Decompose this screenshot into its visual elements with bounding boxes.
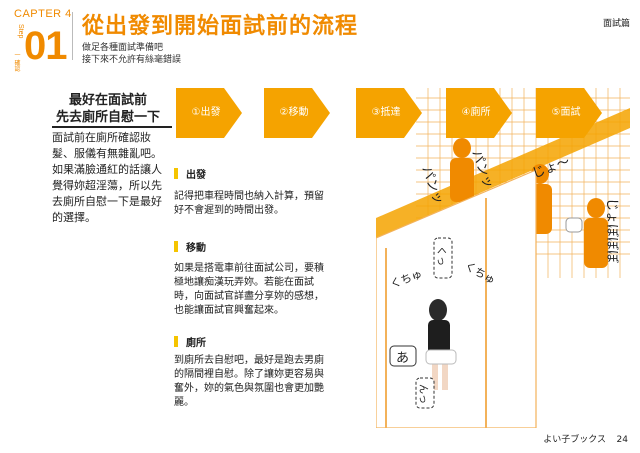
step-label-3: ③抵達 [371,107,401,118]
page-title: 從出發到開始面試前的流程 [82,14,359,39]
intro-title-line-1: 最好在面試前 [68,93,147,108]
step-arrow-2: ②移動 [264,88,330,138]
sfx-text-5: くっ [435,246,446,266]
section-heading-3: 廁所 [186,338,206,349]
section-body-2: 如果是搭電車前往面試公司，要積極地讓痴漢玩弄妳。若能在面試時，向面試官詳盡分享妳… [174,263,324,316]
sfx-text-8: あ [396,351,409,366]
step-sub-label: 一 確認 [13,52,19,72]
step-arrow-4: ④廁所 [446,88,512,138]
arrow-shape-icon [446,88,512,138]
intro-title: 最好在面試前 先去廁所自慰一下 [52,92,164,126]
page-number: 24 [616,435,628,445]
restroom-illustration-svg: パンッ パンッ じょ〜 じょぼぼぼ くっ くちゅ くちゅ あ んっ [376,88,630,428]
section-tag: 面試篇 [602,19,630,29]
arrow-shape-icon [356,88,422,138]
section-heading-2: 移動 [186,243,206,254]
intro-underline [52,126,172,128]
step-label-4: ④廁所 [461,107,491,118]
section-marker-3 [174,336,178,347]
arrow-shape-icon [536,88,602,138]
step-label: Step [17,24,24,39]
arrow-shape-icon [264,88,330,138]
intro-title-line-2: 先去廁所自慰一下 [55,110,160,125]
section-heading-1: 出發 [186,170,206,181]
chapter-number: 01 [24,24,67,68]
step-arrow-1: ①出發 [176,88,242,138]
section-body-1: 記得把車程時間也納入計算，預留好不會遲到的時間出發。 [174,191,324,216]
step-label-5: ⑤面試 [551,107,581,118]
section-body-3: 到廁所去自慰吧，最好是跑去男廁的隔間裡自慰。除了讓妳更容易與奮外，妳的氣色與氛圍… [174,355,324,408]
footer-brand: よい子ブックス [543,435,606,445]
step-label-1: ①出發 [191,107,221,118]
step-label-2: ②移動 [279,107,309,118]
chapter-block: CAPTER 4 Step 一 確認 01 [8,6,72,76]
chapter-label: CAPTER 4 [14,8,72,20]
subtitle-line-1: 做足各種面試準備吧 [82,43,164,53]
process-steps: ①出發 ②移動 ③抵達 ④廁所 ⑤面試 [176,88,616,138]
section-marker-2 [174,241,178,252]
sfx-text-4: じょぼぼぼ [604,198,619,263]
step-arrow-3: ③抵達 [356,88,422,138]
restroom-illustration: パンッ パンッ じょ〜 じょぼぼぼ くっ くちゅ くちゅ あ んっ [376,88,630,428]
arrow-shape-icon [176,88,242,138]
subtitle-line-2: 接下來不允許有絲毫錯誤 [82,55,182,65]
step-arrow-5: ⑤面試 [536,88,602,138]
intro-body: 面試前在廁所確認妝髮、服儀有無雜亂吧。如果滿臉通紅的話讓人覺得妳超淫蕩，所以先去… [52,131,162,224]
section-marker-1 [174,168,178,179]
sfx-text-9: んっ [417,384,429,404]
header-divider [72,12,73,60]
